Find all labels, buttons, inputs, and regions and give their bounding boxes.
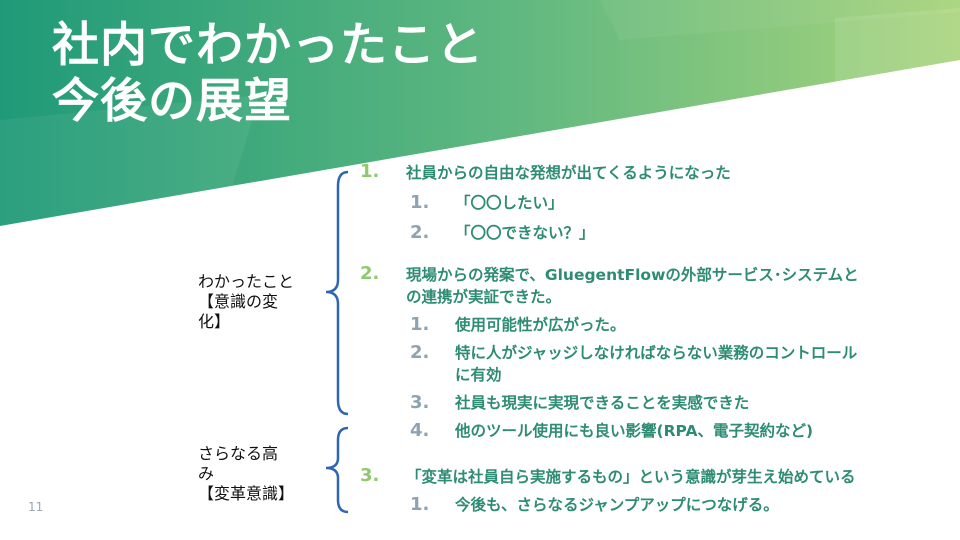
slide-number: 11 bbox=[28, 500, 44, 514]
sub-list-item: 4. 他のツール使用にも良い影響(RPA、電子契約など) bbox=[360, 420, 945, 442]
slide-title: 社内でわかったこと 今後の展望 bbox=[52, 18, 484, 130]
sub-list-item: 3. 社員も現実に実現できることを実感できた bbox=[360, 392, 945, 414]
list-item: 3. 「変革は社員自ら実施するもの」という意識が芽生え始めている bbox=[360, 465, 945, 488]
side-label-line: み bbox=[198, 464, 215, 483]
side-label-line: 【意識の変 bbox=[198, 292, 279, 311]
side-label-line: さらなる高 bbox=[198, 444, 279, 463]
item-number: 1. bbox=[360, 161, 380, 182]
sub-item-text: 社員も現実に実現できることを実感できた bbox=[455, 394, 750, 412]
sub-item-text-line: に有効 bbox=[455, 366, 502, 384]
sub-item-number: 3. bbox=[410, 392, 430, 413]
sub-item-text: 「〇〇したい」 bbox=[455, 194, 564, 212]
sub-item-number: 1. bbox=[410, 192, 430, 213]
item-text: 「変革は社員自ら実施するもの」という意識が芽生え始めている bbox=[406, 468, 856, 486]
item-number: 3. bbox=[360, 465, 380, 486]
sub-list-item: 2. 「〇〇できない？」 bbox=[360, 222, 945, 244]
sub-list-item: 1. 使用可能性が広がった。 bbox=[360, 314, 945, 336]
brace-upper bbox=[325, 170, 349, 416]
item-text: 社員からの自由な発想が出てくるようになった bbox=[406, 164, 731, 182]
item-text-line: の連携が実証できた。 bbox=[406, 288, 562, 306]
sub-list-item: 1. 「〇〇したい」 bbox=[360, 192, 945, 214]
side-label-lower: さらなる高 み 【変革意識】 bbox=[198, 444, 294, 504]
brace-group bbox=[325, 170, 349, 514]
side-label-line: わかったこと bbox=[198, 272, 295, 291]
sub-item-text: 今後も、さらなるジャンプアップにつなげる。 bbox=[455, 496, 779, 514]
sub-item-text: 使用可能性が広がった。 bbox=[455, 316, 626, 334]
side-label-line: 【変革意識】 bbox=[198, 484, 295, 503]
list-item: 2. 現場からの発案で、GluegentFlowの外部サービス･システムと の連… bbox=[360, 263, 945, 308]
sub-item-number: 4. bbox=[410, 420, 430, 441]
sub-item-number: 2. bbox=[410, 222, 430, 243]
side-label-upper: わかったこと 【意識の変 化】 bbox=[198, 272, 294, 332]
sub-list-item: 1. 今後も、さらなるジャンプアップにつなげる。 bbox=[360, 494, 945, 516]
main-list: 1. 社員からの自由な発想が出てくるようになった 1. 「〇〇したい」 2. 「… bbox=[360, 161, 945, 516]
sub-item-number: 1. bbox=[410, 314, 430, 335]
item-number: 2. bbox=[360, 263, 380, 284]
sub-list-item: 2. 特に人がジャッジしなければならない業務のコントロール に有効 bbox=[360, 342, 945, 386]
sub-item-number: 1. bbox=[410, 494, 430, 515]
title-line-2: 今後の展望 bbox=[52, 74, 292, 129]
sub-item-text-line: 特に人がジャッジしなければならない業務のコントロール bbox=[455, 344, 858, 362]
brace-lower bbox=[325, 426, 349, 514]
sub-item-number: 2. bbox=[410, 342, 430, 363]
list-item: 1. 社員からの自由な発想が出てくるようになった bbox=[360, 161, 945, 184]
sub-item-text: 「〇〇できない？」 bbox=[455, 224, 595, 242]
item-text-line: 現場からの発案で、GluegentFlowの外部サービス･システムと bbox=[406, 266, 859, 284]
side-label-line: 化】 bbox=[198, 312, 231, 331]
sub-item-text: 他のツール使用にも良い影響(RPA、電子契約など) bbox=[455, 422, 814, 440]
title-line-1: 社内でわかったこと bbox=[52, 18, 484, 73]
